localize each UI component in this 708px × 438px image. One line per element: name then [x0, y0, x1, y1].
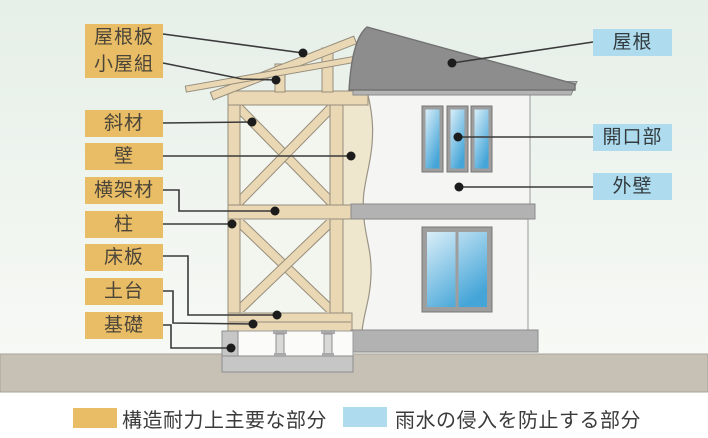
dot-kiso	[226, 343, 236, 353]
leader-dodai	[163, 290, 254, 325]
legend-swatch-waterproof	[343, 407, 387, 427]
callout-kaikoubu: 開口部	[593, 124, 672, 151]
ground	[0, 353, 708, 393]
dot-yane	[447, 58, 457, 68]
legend-label-structural: 構造耐力上主要な部分	[122, 410, 327, 432]
window-1f-mullion	[455, 232, 459, 307]
dot-oukazai	[270, 206, 280, 216]
leader-lines	[162, 33, 594, 349]
dot-yukaita	[272, 310, 282, 320]
callout-yane: 屋根	[593, 29, 672, 56]
foundation-slab	[221, 355, 354, 373]
callout-dots	[226, 48, 464, 353]
legend-swatch-structural	[73, 408, 117, 428]
brace-2f-b	[239, 104, 331, 206]
bottom-band	[350, 329, 539, 353]
callout-oukazai: 横架材	[85, 177, 163, 204]
leader-kiso	[163, 324, 231, 349]
mid-band	[350, 203, 536, 220]
leader-yukaita	[163, 255, 277, 316]
callout-yaneita: 屋根板	[85, 24, 163, 51]
legend-label-waterproof: 雨水の侵入を防止する部分	[395, 410, 641, 432]
leader-yane	[451, 41, 594, 64]
dot-koyagumi	[271, 75, 281, 85]
window-2f-group	[421, 105, 493, 173]
callout-yukaita: 床板	[85, 244, 163, 271]
dot-gaiheki	[454, 182, 464, 192]
callout-dodai: 土台	[85, 278, 163, 305]
window-2f-3-glass	[474, 109, 489, 169]
leader-yaneita	[162, 33, 304, 54]
callout-shazai: 斜材	[85, 110, 163, 137]
dot-kabe	[346, 151, 356, 161]
roof	[348, 26, 576, 91]
floor-post-1	[273, 330, 287, 357]
dot-hashira	[227, 219, 237, 229]
crawl-space	[237, 330, 354, 358]
floor-post-2	[321, 330, 335, 357]
callout-kiso: 基礎	[85, 312, 163, 339]
window-1f-group	[421, 226, 493, 313]
top-plate-beam	[227, 90, 369, 106]
window-2f-1-glass	[425, 109, 440, 169]
leader-koyagumi	[162, 62, 277, 81]
dot-dodai	[248, 319, 258, 329]
callout-gaiheki: 外壁	[593, 173, 672, 200]
mid-beam-oukazai	[227, 204, 353, 220]
brace-1f-b	[239, 220, 331, 312]
leader-oukazai	[163, 189, 275, 212]
dot-shazai	[247, 117, 257, 127]
callout-hashira: 柱	[85, 211, 163, 238]
callout-kabe: 壁	[85, 143, 163, 170]
dot-yaneita	[298, 48, 308, 58]
dot-kaikoubu	[453, 132, 463, 142]
callout-koyagumi: 小屋組	[85, 51, 163, 78]
leader-shazai	[162, 121, 253, 124]
